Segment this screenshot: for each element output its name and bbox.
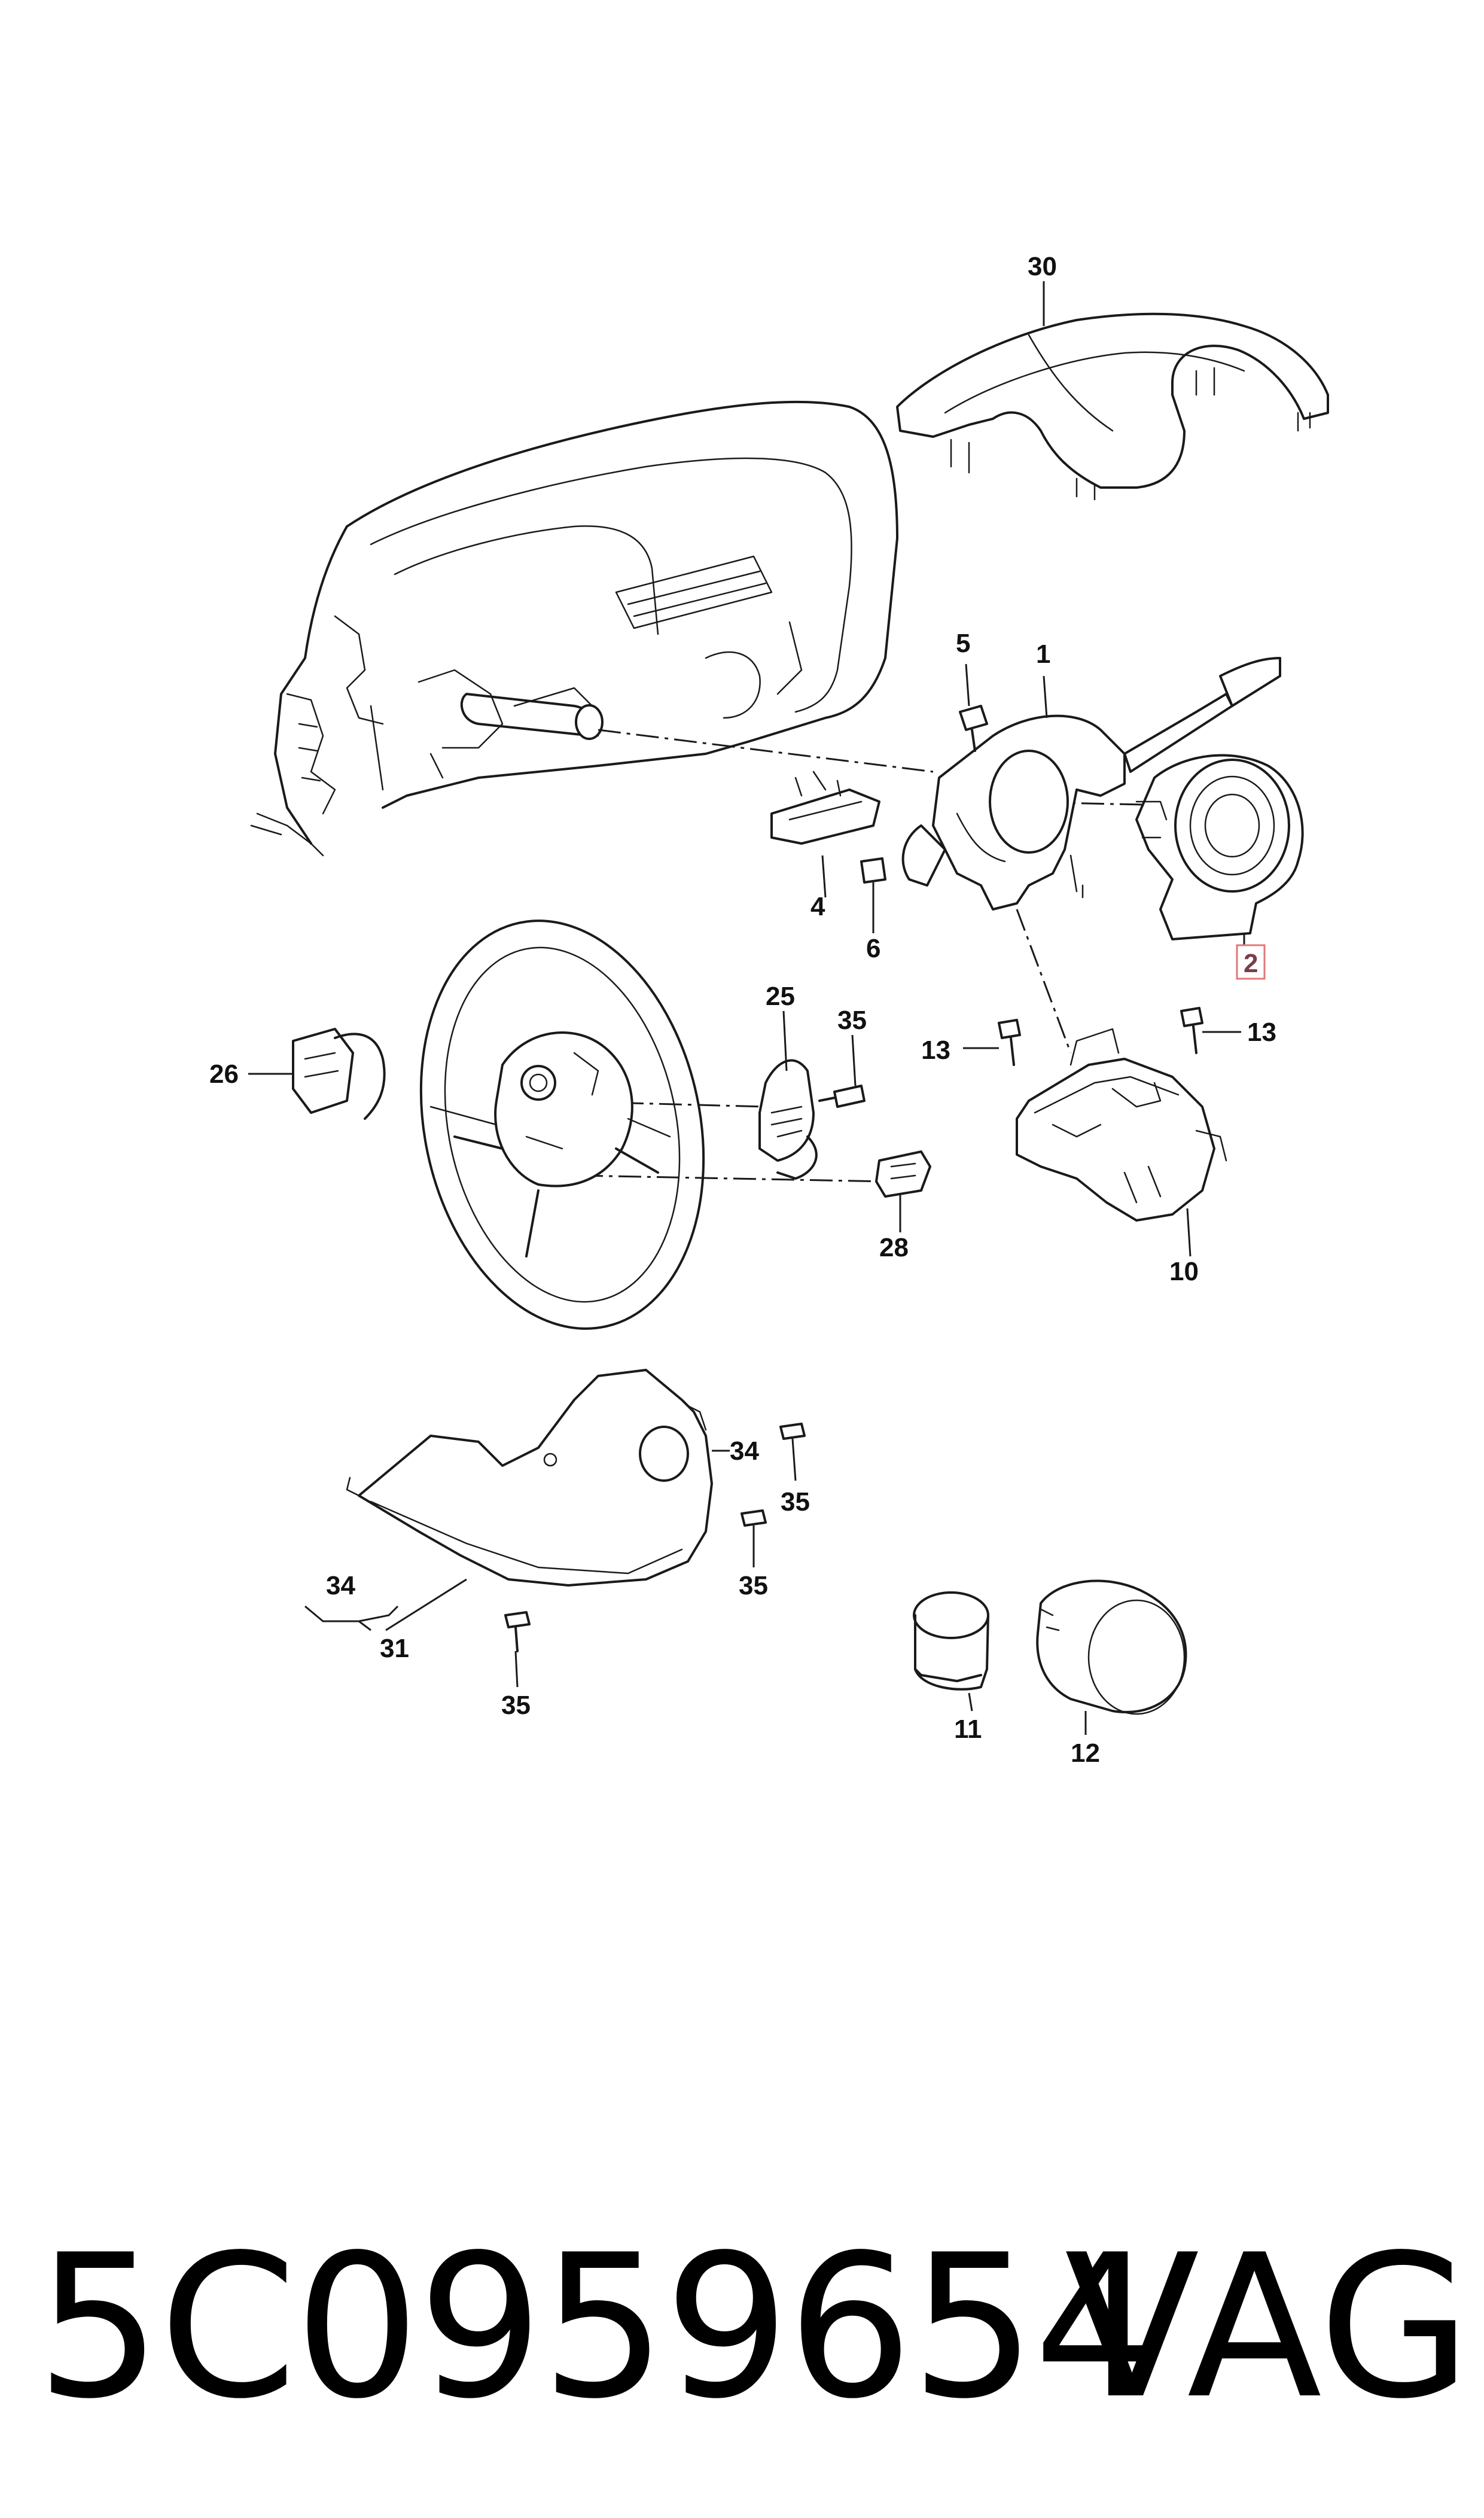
callout-34-left: 34 — [326, 1571, 355, 1600]
part-4-switch-module — [770, 771, 880, 845]
callout-labels: 30 5 1 2 4 6 25 35 26 13 13 28 10 34 35 … — [209, 252, 1276, 1768]
callout-2: 2 — [1244, 949, 1258, 978]
callout-31: 31 — [380, 1634, 409, 1663]
part-number: 5C0959654 — [36, 2212, 1159, 2442]
callout-4: 4 — [810, 892, 825, 921]
callout-35-right-bottom: 35 — [739, 1571, 768, 1600]
part-5-screw — [959, 705, 988, 752]
part-35-bolts — [504, 1423, 806, 1652]
callout-34-right: 34 — [730, 1436, 759, 1466]
callout-28: 28 — [879, 1233, 909, 1262]
callout-30: 30 — [1028, 252, 1057, 281]
brand-name: VAG — [1064, 2212, 1471, 2442]
exploded-parts-diagram: 30 5 1 2 4 6 25 35 26 13 13 28 10 34 35 … — [209, 252, 1329, 1768]
part-35-upper-bolt — [818, 1085, 866, 1108]
dashboard-frame — [250, 400, 898, 857]
part-2-clock-spring — [1135, 754, 1304, 940]
part-6-clip — [860, 857, 886, 884]
callout-13-right: 13 — [1247, 1018, 1276, 1047]
steering-wheel — [419, 919, 705, 1330]
callout-25: 25 — [766, 982, 795, 1011]
part-31-lower-column-trim — [346, 1369, 713, 1587]
part-13-screws — [998, 1007, 1203, 1066]
callout-35-lower: 35 — [501, 1691, 531, 1720]
callout-12: 12 — [1071, 1738, 1100, 1768]
callout-26: 26 — [209, 1059, 239, 1089]
callout-35-right-top: 35 — [781, 1487, 810, 1517]
part-30-upper-column-cover — [896, 312, 1329, 501]
part-28-switch — [875, 1150, 931, 1198]
part-26-switch-with-cable — [292, 1028, 386, 1120]
callout-1: 1 — [1036, 640, 1050, 669]
callout-11: 11 — [954, 1715, 982, 1744]
leader-lines — [248, 281, 1253, 1735]
callout-13-left: 13 — [921, 1036, 950, 1065]
part-25-multifunction-buttons — [758, 1059, 818, 1180]
part-1-combination-switch — [901, 657, 1281, 911]
footer: 5C0959654 VAG — [36, 2213, 1471, 2441]
part-11-ring — [913, 1591, 989, 1691]
callout-10: 10 — [1169, 1257, 1199, 1286]
part-12-cylinder — [1036, 1579, 1187, 1715]
callout-6: 6 — [866, 934, 880, 963]
callout-5: 5 — [956, 629, 970, 658]
callout-35-upper: 35 — [837, 1006, 867, 1035]
callout-2-highlight-box — [1236, 944, 1266, 980]
part-10-steering-column-electronics — [1016, 1028, 1227, 1222]
